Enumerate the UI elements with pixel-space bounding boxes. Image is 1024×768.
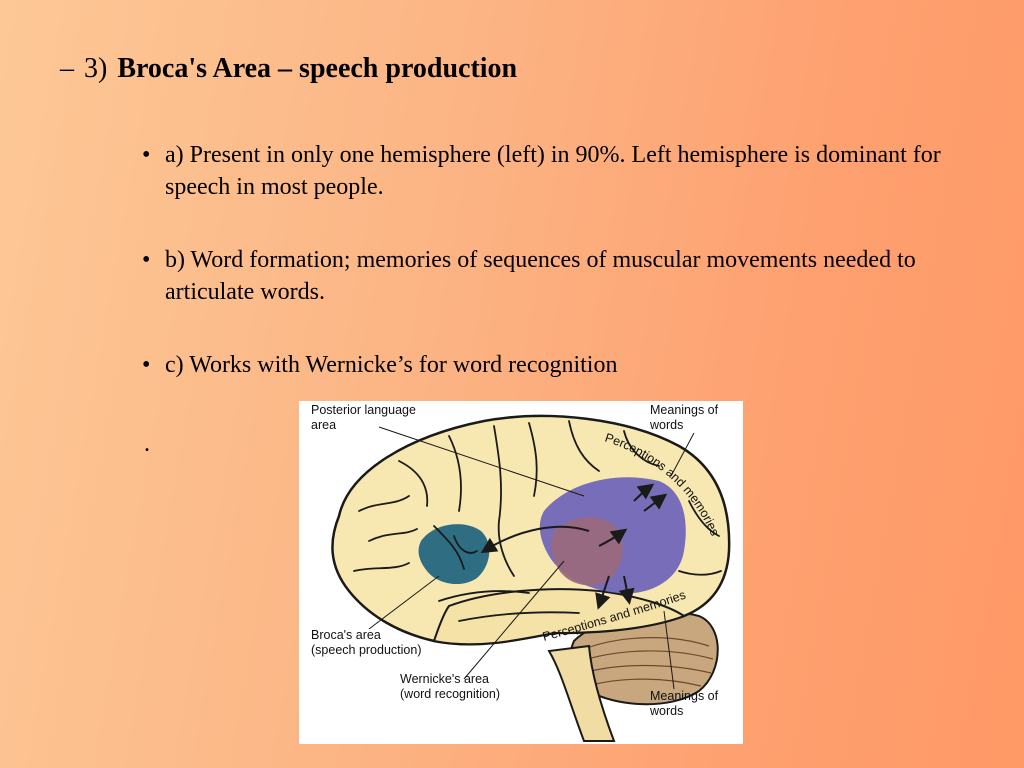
bullet-marker: • [142, 352, 151, 378]
label-brocas-area: Broca's area (speech production) [311, 628, 422, 657]
bullet-text: a) Present in only one hemisphere (left)… [165, 142, 941, 200]
label-posterior-language-area: Posterior language area [311, 403, 416, 432]
broca-region [418, 524, 490, 585]
bullet-text: c) Works with Wernicke’s for word recogn… [165, 352, 618, 378]
brainstem [547, 644, 616, 742]
bullet-item-c: • c) Works with Wernicke’s for word reco… [142, 349, 972, 381]
brain-illustration: Perceptions and memories Perceptions and… [331, 414, 731, 742]
stray-period: . [144, 431, 150, 457]
bullet-item-b: • b) Word formation; memories of sequenc… [142, 244, 972, 308]
label-meanings-of-words-top: Meanings of words [650, 403, 719, 432]
brain-diagram: Perceptions and memories Perceptions and… [299, 401, 743, 744]
wernicke-region [551, 517, 623, 586]
heading-number: 3) [84, 53, 108, 84]
label-wernickes-area: Wernicke's area (word recognition) [400, 672, 501, 701]
slide-heading: –3) Broca's Area – speech production [60, 49, 517, 89]
bullet-marker: • [142, 142, 151, 168]
bullet-item-a: • a) Present in only one hemisphere (lef… [142, 139, 972, 203]
label-meanings-of-words-bottom: Meanings of words [650, 689, 719, 718]
heading-dash: – [60, 53, 74, 84]
bullet-text: b) Word formation; memories of sequences… [165, 247, 916, 305]
bullet-marker: • [142, 247, 151, 273]
heading-title: Broca's Area – speech production [117, 53, 518, 84]
